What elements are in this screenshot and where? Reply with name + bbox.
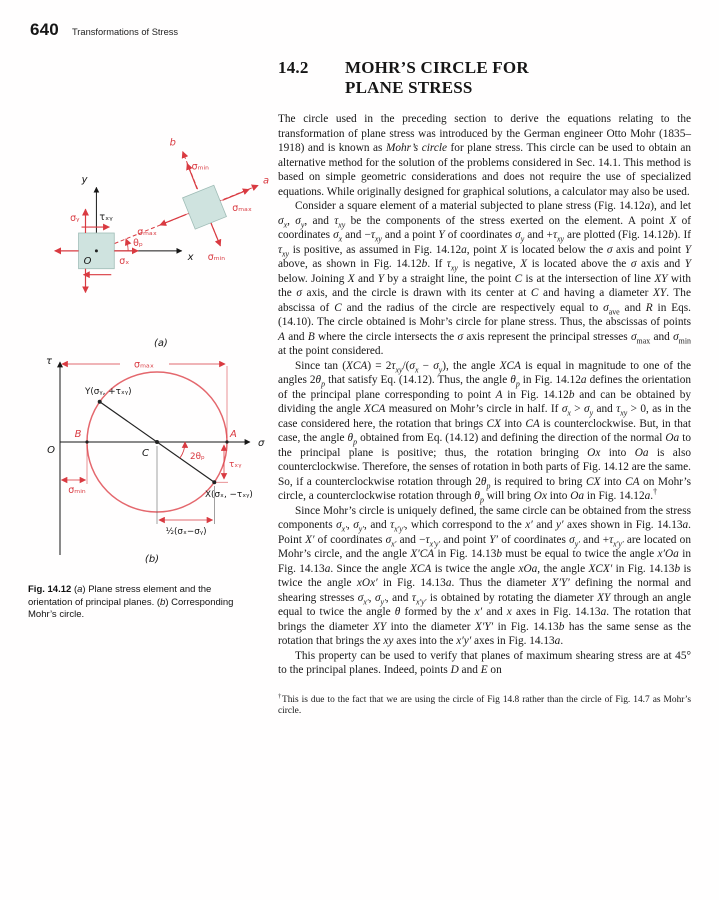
fig-b-tag: (b) <box>145 554 159 565</box>
principal-element <box>182 184 227 230</box>
fig-a-a-axis-label: a <box>263 175 269 186</box>
sigma-min-dimension <box>60 445 88 484</box>
fig-b-origin-label: O <box>47 445 55 456</box>
fig-b-sigma-axis-label: σ <box>258 438 265 449</box>
section-heading: 14.2 MOHR’S CIRCLE FOR PLANE STRESS <box>278 58 691 98</box>
body-paragraph: This property can be used to verify that… <box>278 649 691 677</box>
tau-xy-dimension <box>216 444 228 483</box>
fig-b-point-X-label: X(σₓ, −τₓᵧ) <box>205 490 253 500</box>
body-paragraph: The circle used in the preceding section… <box>278 113 691 198</box>
running-head: 640 Transformations of Stress <box>30 20 178 40</box>
figure-caption-text: (a) Plane stress element and the orienta… <box>28 584 234 620</box>
fig-a-sigma-min-top-label: σₘᵢₙ <box>192 162 210 173</box>
sigma-min-arrows <box>186 162 222 247</box>
fig-a-tag: (a) <box>154 338 168 349</box>
fig-b-point-B-label: B <box>75 429 82 440</box>
sigma-max-arrows <box>159 188 250 226</box>
fig-b-sigma-max-label: σₘₐₓ <box>134 360 154 371</box>
origin-dot <box>94 249 98 253</box>
angle-2theta-arc <box>179 441 189 459</box>
section-title: MOHR’S CIRCLE FOR PLANE STRESS <box>345 58 529 97</box>
fig-b-sigma-min-label: σₘᵢₙ <box>68 485 86 496</box>
body-paragraph: Since Mohr’s circle is uniquely defined,… <box>278 504 692 648</box>
fig-a-origin-label: O <box>84 256 92 267</box>
sigma-max-dimension <box>61 360 228 438</box>
circle-points <box>85 399 229 485</box>
running-head-title: Transformations of Stress <box>71 27 179 37</box>
figure-14-12b: τ σ O Y(σᵧ, +τₓᵧ) X(σₓ, −τₓᵧ) B A C 2θₚ … <box>46 356 265 565</box>
body-paragraph: Consider a square element of a material … <box>278 200 691 357</box>
fig-a-sigma-y-label: σᵧ <box>70 213 80 224</box>
footnote: †This is due to the fact that we are usi… <box>278 692 691 717</box>
tau-xy-arrows <box>81 223 112 279</box>
fig-a-x-axis-label: x <box>187 252 194 263</box>
fig-a-sigma-max-right-label: σₘₐₓ <box>232 203 252 214</box>
fig-b-tau-axis-label: τ <box>46 356 53 367</box>
theta-p-arc <box>124 238 132 251</box>
figure-caption-label: Fig. 14.12 <box>28 584 72 595</box>
page-number: 640 <box>30 20 59 39</box>
fig-a-sigma-x-label: σₓ <box>119 256 129 267</box>
fig-b-point-A-label: A <box>229 429 237 440</box>
fig-b-tau-xy-label: τₓᵧ <box>229 460 242 470</box>
fig-b-point-C-label: C <box>142 448 149 459</box>
fig-a-tau-xy-label: τₓᵧ <box>99 212 113 223</box>
fig-a-b-axis-label: b <box>170 138 176 149</box>
fig-b-half-diff-label: ½(σₓ−σᵧ) <box>165 527 206 537</box>
half-difference-dimension <box>156 446 215 524</box>
figure-caption: Fig. 14.12 (a) Plane stress element and … <box>28 584 234 622</box>
main-text-column: 14.2 MOHR’S CIRCLE FOR PLANE STRESS The … <box>278 58 691 718</box>
figure-14-12a: y x a b O σᵧ τₓᵧ σₓ θₚ σₘᵢₙ σₘᵢₙ σₘₐₓ σₘ… <box>54 138 269 349</box>
fig-b-point-Y-label: Y(σᵧ, +τₓᵧ) <box>84 387 132 397</box>
principal-axes-dashed <box>96 151 259 252</box>
body-paragraph: Since tan (XCA) = 2τxy/(σx − σy), the an… <box>278 359 692 505</box>
fig-a-sigma-max-left-label: σₘₐₓ <box>137 227 157 238</box>
fig-b-angle-label: 2θₚ <box>190 452 205 462</box>
section-number: 14.2 <box>278 58 309 77</box>
fig-a-y-axis-label: y <box>81 174 88 185</box>
fig-a-sigma-min-bottom-label: σₘᵢₙ <box>208 252 226 263</box>
fig-a-theta-p-label: θₚ <box>133 238 143 249</box>
